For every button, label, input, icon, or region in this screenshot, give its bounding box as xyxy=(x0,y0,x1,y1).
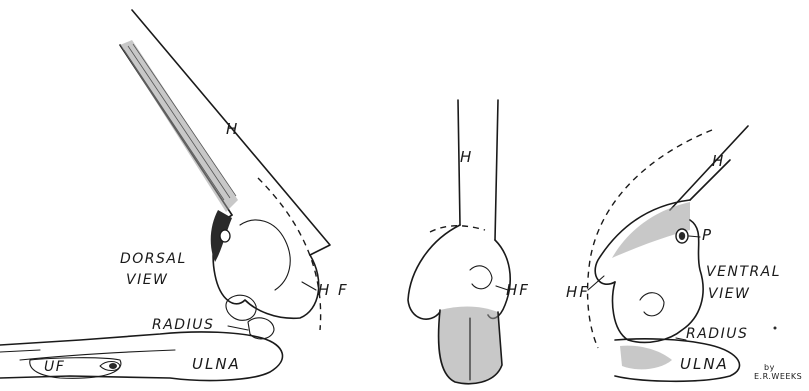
dorsal-uf-spot xyxy=(109,363,117,369)
ventral-ulna-label: ULNA xyxy=(680,357,729,372)
dorsal-view-label-line2: VIEW xyxy=(126,273,168,287)
signature-name: E.R.WEEKS xyxy=(754,373,802,381)
middle-humerus-label: H xyxy=(460,150,473,165)
middle-hf-label: HF xyxy=(506,283,530,298)
middle-view-drawing xyxy=(408,100,510,384)
ventral-hf-label: HF xyxy=(566,285,590,300)
signature-by: by xyxy=(764,364,775,372)
dorsal-radius-label: RADIUS xyxy=(152,318,214,332)
middle-condyle-detail xyxy=(470,266,492,289)
dorsal-hf-leader xyxy=(302,282,316,290)
ventral-view-drawing xyxy=(588,126,777,381)
ventral-humerus-label: H xyxy=(712,154,725,169)
ventral-humerus-upper xyxy=(670,126,748,210)
dorsal-humerus-label: H xyxy=(226,122,239,137)
dorsal-uf-label: UF xyxy=(44,360,65,374)
ventral-ulna-shading xyxy=(620,346,672,370)
ventral-condyle-detail xyxy=(640,293,664,316)
ventral-radius-label: RADIUS xyxy=(686,327,748,341)
dorsal-hf-label: H F xyxy=(318,283,349,298)
dorsal-view-label-line1: DORSAL xyxy=(120,252,187,266)
ventral-dot xyxy=(774,327,777,330)
dorsal-ulna-inner xyxy=(0,350,175,360)
dorsal-condyle-outline xyxy=(213,215,319,318)
middle-head-left xyxy=(408,225,460,319)
dorsal-radius-leader xyxy=(228,326,248,330)
dorsal-ulna-label: ULNA xyxy=(192,357,241,372)
dorsal-condyle-detail xyxy=(240,220,290,290)
dorsal-carpal-1 xyxy=(226,295,256,320)
ventral-pisiform-label: P xyxy=(702,228,713,243)
middle-humerus-right xyxy=(495,100,498,240)
ventral-view-label-line1: VENTRAL xyxy=(706,265,781,279)
ventral-view-label-line2: VIEW xyxy=(708,287,750,301)
ventral-pisiform-dot xyxy=(679,232,685,240)
dorsal-foramen xyxy=(220,230,230,242)
